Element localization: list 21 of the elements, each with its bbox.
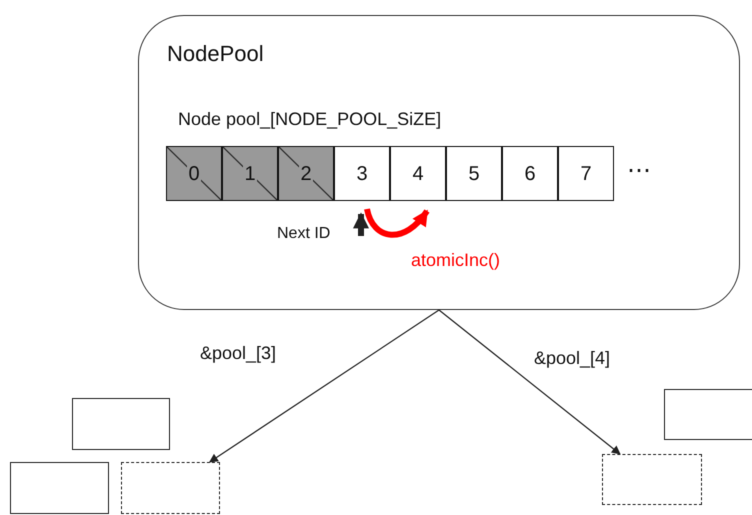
rounded-container <box>138 15 740 310</box>
arrow <box>208 310 440 462</box>
arrow <box>364 208 430 238</box>
arrow <box>438 310 621 455</box>
ellipsis: ⋯ <box>627 156 651 185</box>
dashed-box <box>121 462 220 514</box>
used-array-cell: 2 <box>278 146 334 201</box>
array-cell: 3 <box>334 146 390 201</box>
container-title: NodePool <box>167 41 264 67</box>
pointer-label: Next ID <box>277 225 330 243</box>
dashed-box <box>602 454 702 505</box>
node-box <box>72 398 170 450</box>
array-cell: 6 <box>502 146 558 201</box>
node-box <box>664 389 752 440</box>
pointer-arrow <box>353 212 369 236</box>
used-array-cell: 0 <box>166 146 222 201</box>
array-cell: 4 <box>390 146 446 201</box>
node-box <box>10 462 109 514</box>
array-label: Node pool_[NODE_POOL_SiZE] <box>178 109 442 130</box>
used-array-cell: 1 <box>222 146 278 201</box>
array-cell: 5 <box>446 146 502 201</box>
